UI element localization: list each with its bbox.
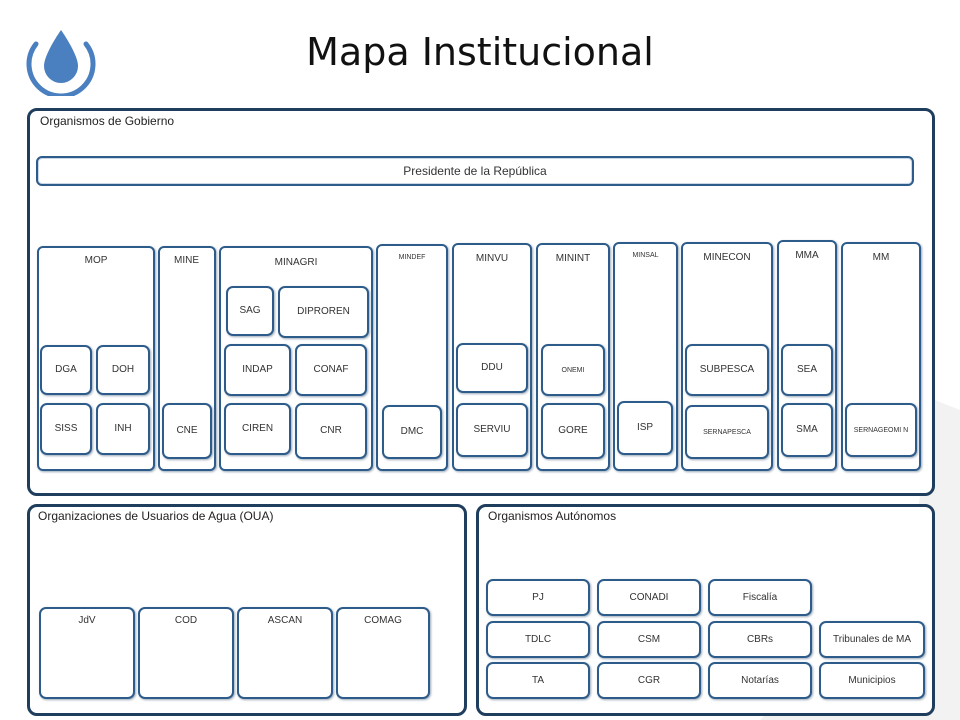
column-label: MINE [174,255,199,266]
column-label: MININT [555,253,591,264]
unit-cnr[interactable]: CNR [295,403,367,459]
column-label: MM [872,252,890,263]
column-label: MMA [795,250,819,261]
autonomous-panel-label: Organismos Autónomos [488,509,617,523]
oua-item-cod[interactable]: COD [138,607,234,699]
auto-cgr[interactable]: CGR [597,662,701,699]
page-title: Mapa Institucional [306,30,654,74]
unit-cne[interactable]: CNE [162,403,212,459]
auto-municipios[interactable]: Municipios [819,662,925,699]
auto-notarias[interactable]: Notarías [708,662,812,699]
column-label: MINVU [475,253,509,264]
unit-diproren[interactable]: DIPROREN [278,286,369,338]
unit-gore[interactable]: GORE [541,403,605,459]
auto-tribunales[interactable]: Tribunales de MA [819,621,925,658]
unit-sea[interactable]: SEA [781,344,833,396]
unit-onemi[interactable]: ONEMI [541,344,605,396]
auto-tdlc[interactable]: TDLC [486,621,590,658]
unit-isp[interactable]: ISP [617,401,673,455]
unit-subpesca[interactable]: SUBPESCA [685,344,769,396]
oua-panel-label: Organizaciones de Usuarios de Agua (OUA) [38,509,274,523]
unit-ddu[interactable]: DDU [456,343,528,393]
government-panel-label: Organismos de Gobierno [40,114,175,128]
unit-siss[interactable]: SISS [40,403,92,455]
column-label: MINAGRI [274,257,318,268]
oua-item-jdv[interactable]: JdV [39,607,135,699]
unit-sma[interactable]: SMA [781,403,833,457]
unit-sernapesca[interactable]: SERNAPESCA [685,405,769,459]
column-label: MINSAL [632,252,659,259]
unit-sernageomin[interactable]: SERNAGEOMI N [845,403,917,457]
auto-fiscalia[interactable]: Fiscalía [708,579,812,616]
unit-indap[interactable]: INDAP [224,344,291,396]
oua-item-ascan[interactable]: ASCAN [237,607,333,699]
water-drop-logo-icon [26,30,96,96]
auto-ta[interactable]: TA [486,662,590,699]
unit-serviu[interactable]: SERVIU [456,403,528,457]
unit-dga[interactable]: DGA [40,345,92,395]
unit-doh[interactable]: DOH [96,345,150,395]
auto-csm[interactable]: CSM [597,621,701,658]
unit-conaf[interactable]: CONAF [295,344,367,396]
column-label: MINECON [703,252,751,263]
column-label: MINDEF [398,254,426,261]
unit-inh[interactable]: INH [96,403,150,455]
auto-cbrs[interactable]: CBRs [708,621,812,658]
unit-sag[interactable]: SAG [226,286,274,336]
unit-dmc[interactable]: DMC [382,405,442,459]
unit-ciren[interactable]: CIREN [224,403,291,455]
auto-conadi[interactable]: CONADI [597,579,701,616]
auto-pj[interactable]: PJ [486,579,590,616]
oua-item-comag[interactable]: COMAG [336,607,430,699]
president-box[interactable]: Presidente de la República [36,156,914,186]
column-label: MOP [84,255,108,266]
